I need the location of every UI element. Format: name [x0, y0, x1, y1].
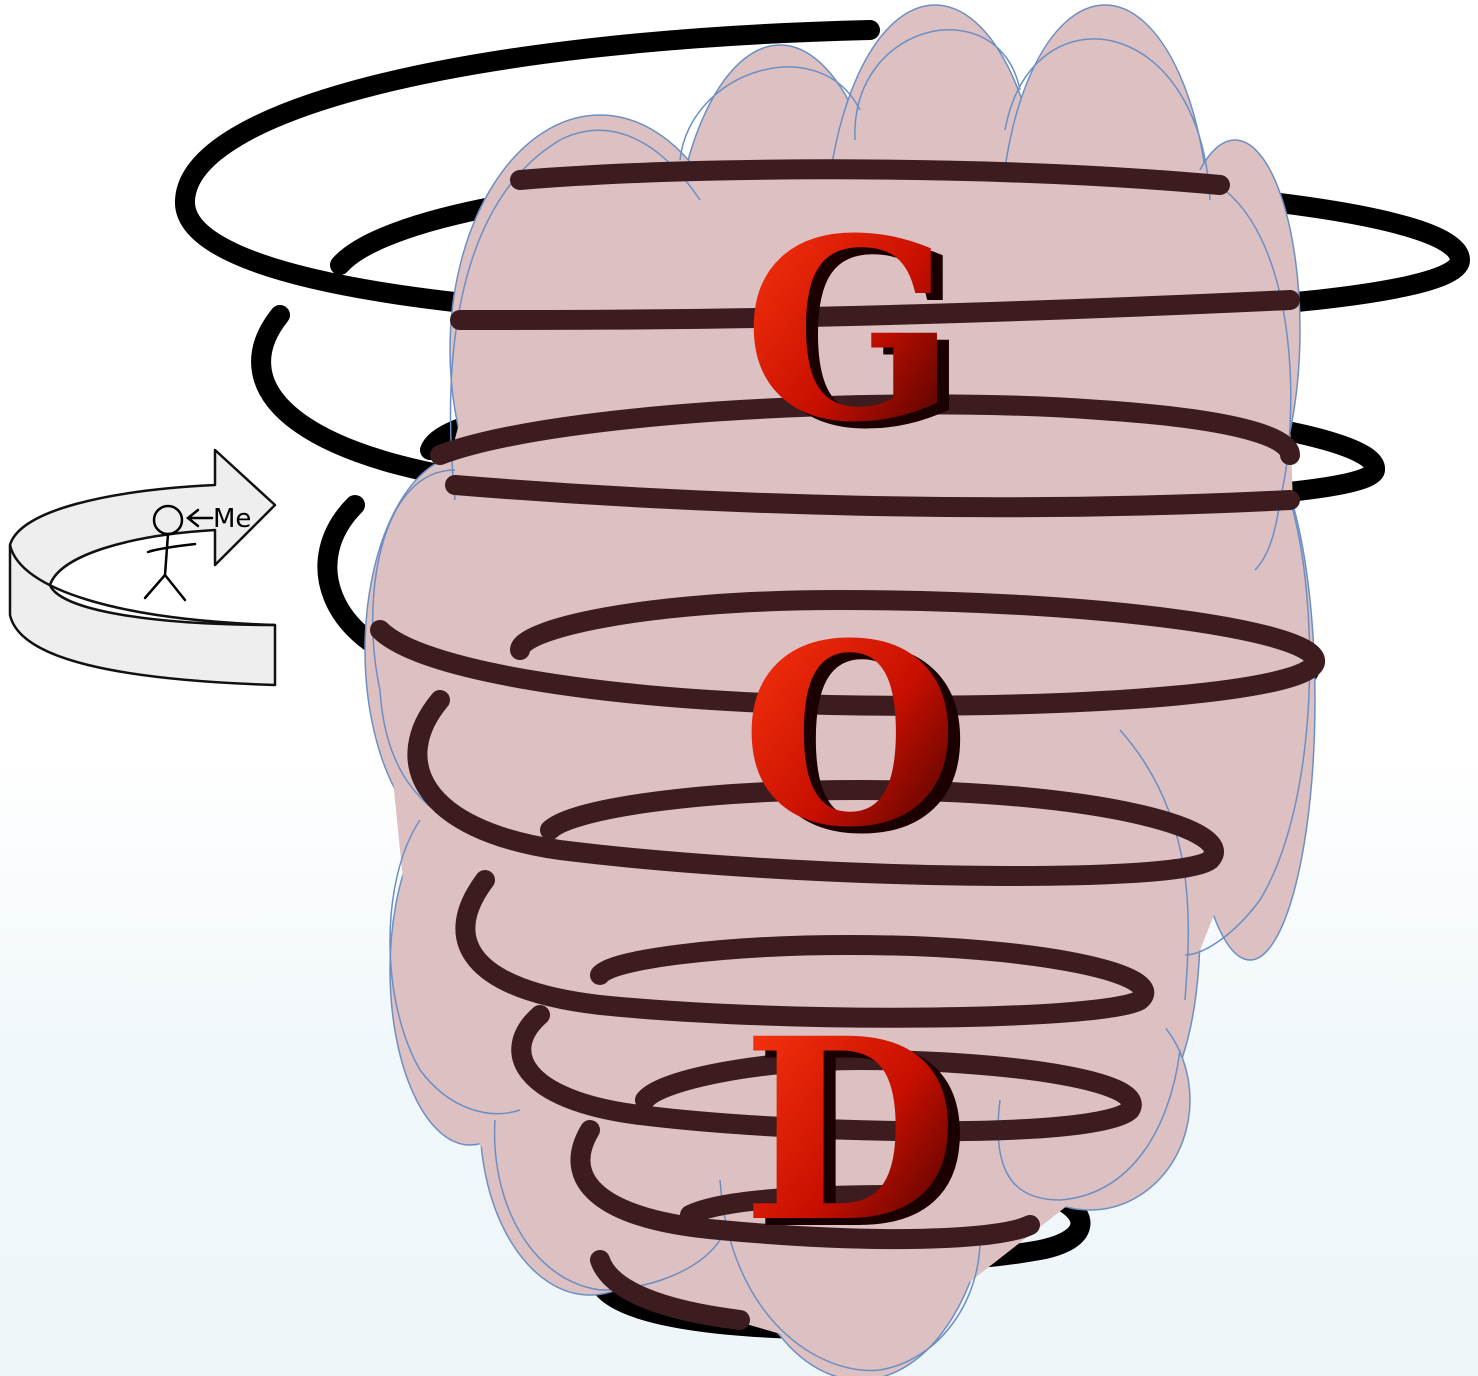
svg-text:O: O: [741, 588, 959, 882]
svg-text:G: G: [743, 183, 957, 477]
letter-g: G G: [743, 183, 969, 484]
letter-d: D D: [742, 983, 971, 1284]
me-label: Me: [213, 504, 251, 534]
letter-o: O O: [741, 588, 971, 889]
svg-text:D: D: [742, 983, 959, 1277]
